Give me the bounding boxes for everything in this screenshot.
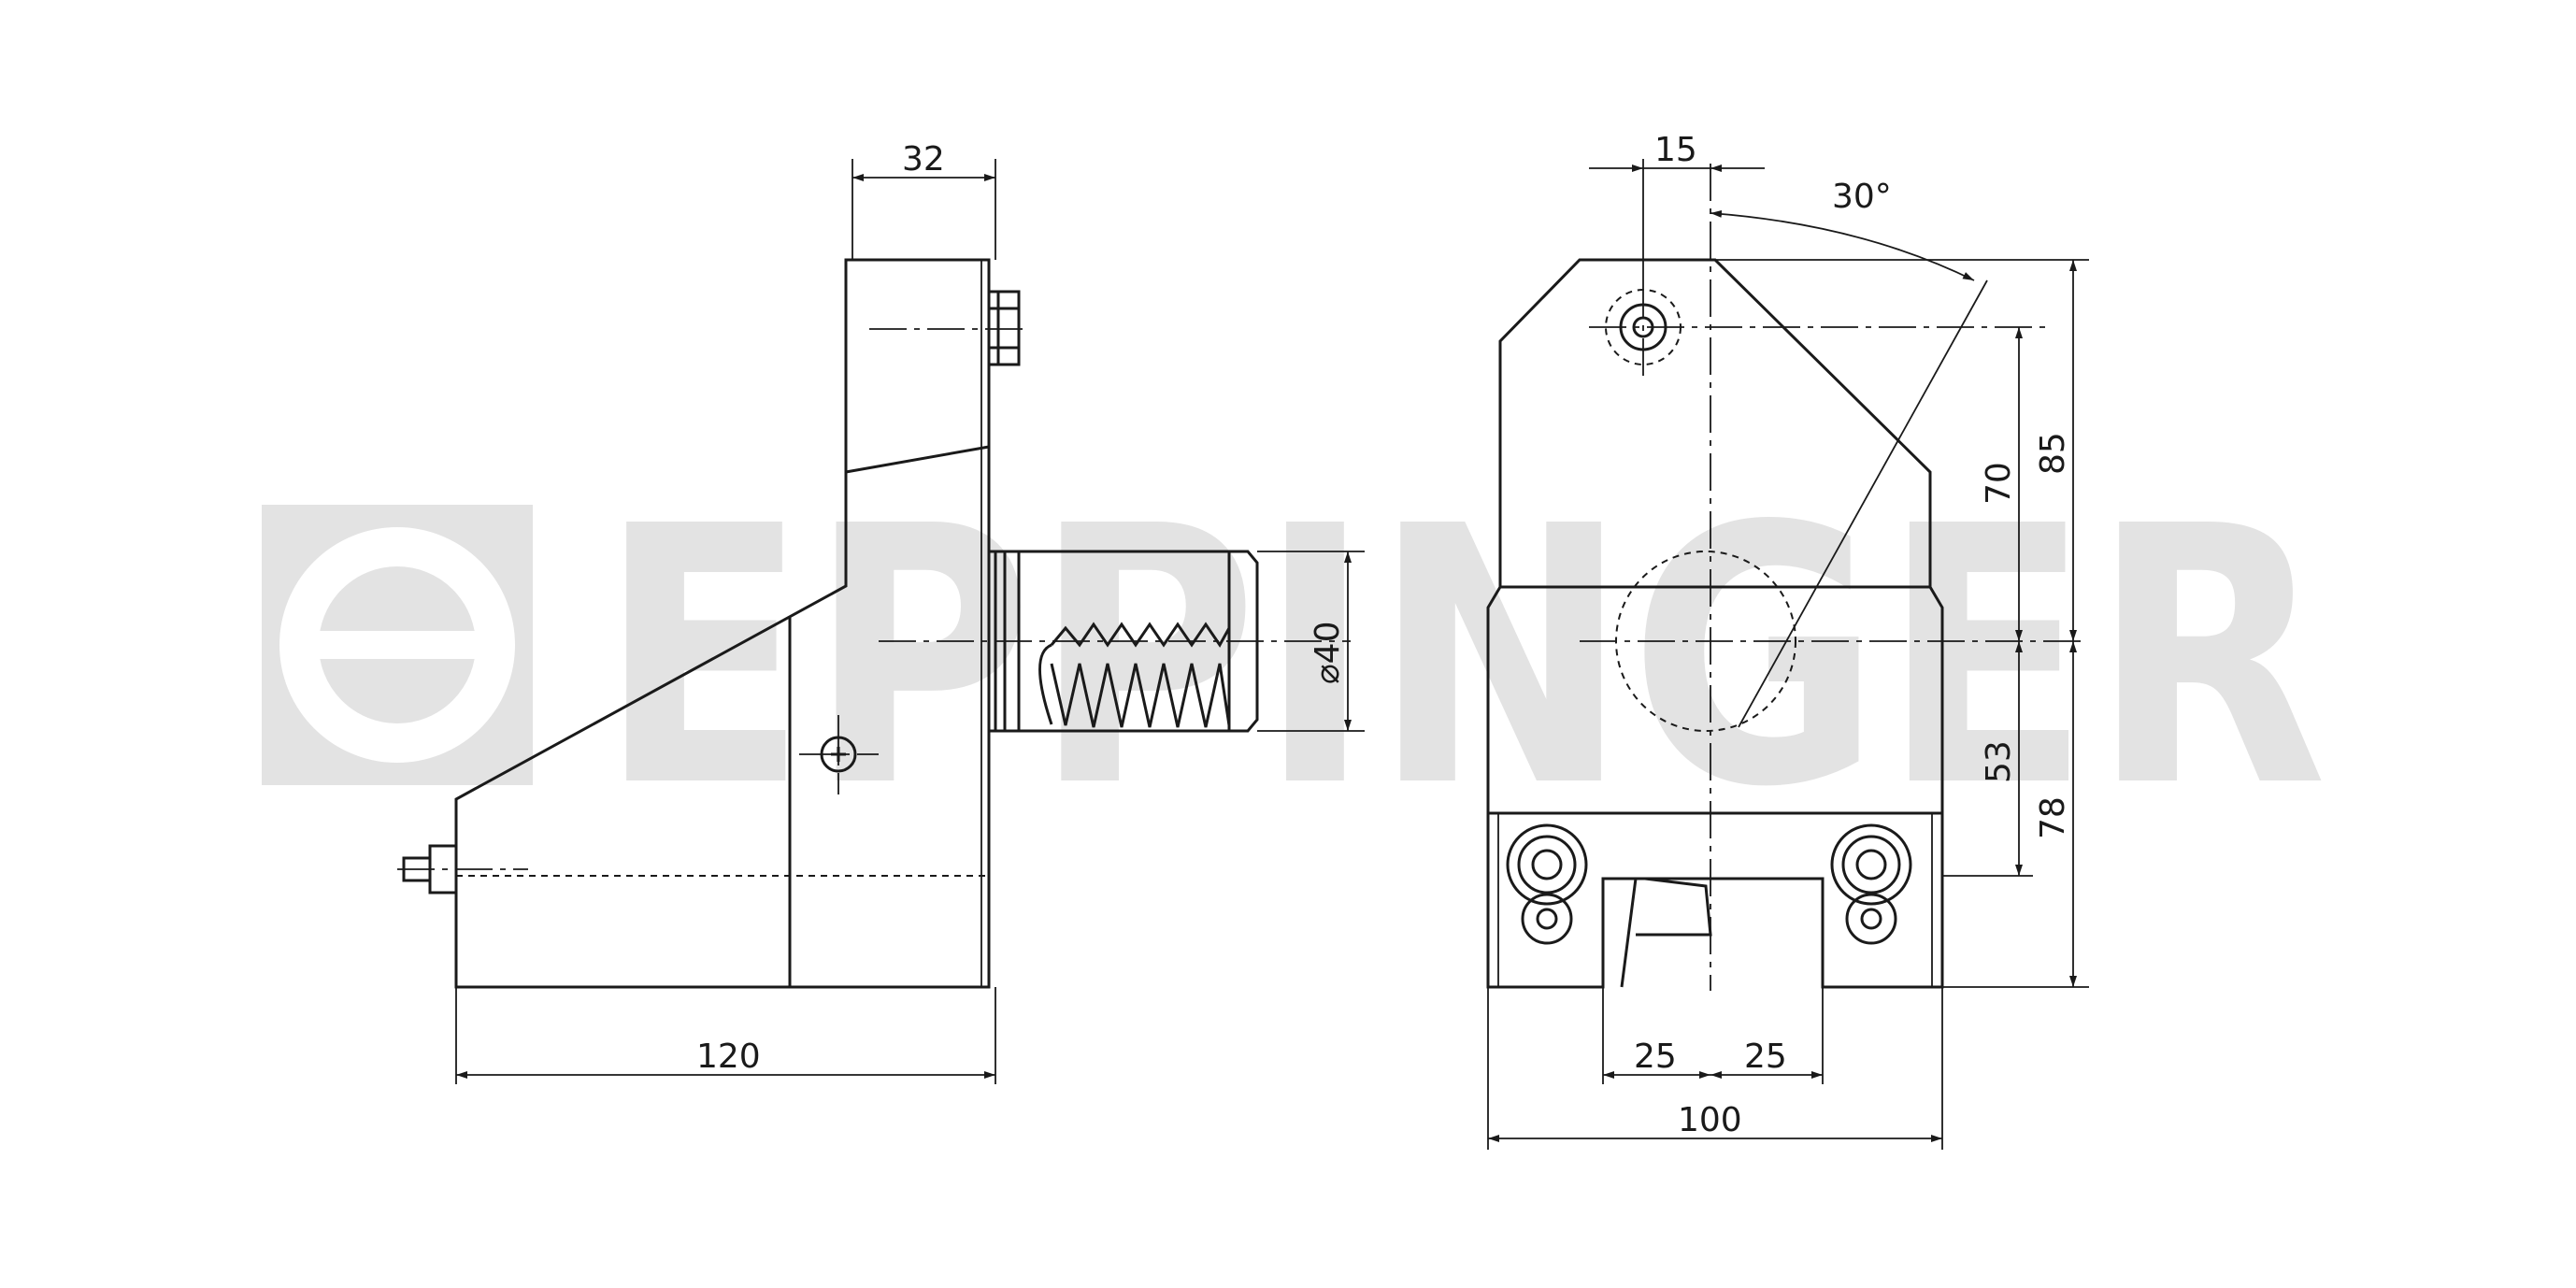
watermark: EPPINGER (262, 451, 2327, 865)
front-view-right-bolt-inner (1855, 849, 1887, 880)
dim-15-arrow-left (1632, 165, 1643, 172)
front-view-right-bolt-outer (1830, 823, 1912, 906)
dim-30-label: 30° (1832, 178, 1892, 216)
front-view-left-screw-inner (1536, 908, 1558, 930)
dim-53-label: 53 (1980, 740, 2018, 783)
side-view-clamp-screw (989, 290, 1021, 366)
dim-100-label: 100 (1678, 1101, 1742, 1139)
dim-25-right-label: 25 (1744, 1038, 1787, 1076)
dim-120-label: 120 (696, 1038, 761, 1076)
dim-78-label: 78 (2034, 796, 2072, 839)
front-view-left-screw-outer (1521, 893, 1573, 945)
dim-25-left-label: 25 (1634, 1038, 1677, 1076)
front-view-wedge (1601, 877, 1712, 988)
dim-15-label: 15 (1654, 131, 1697, 169)
watermark-text: EPPINGER (598, 451, 2327, 865)
front-view-right-screw-inner (1860, 908, 1882, 930)
dim-85-label: 85 (2034, 432, 2072, 475)
front-view-left-bolt-mid (1517, 835, 1577, 894)
front-view-upper-body (1498, 258, 1932, 587)
front-view-left-bolt-inner (1531, 849, 1563, 880)
front-view-left-bolt-outer (1506, 823, 1588, 906)
front-view-right-screw-outer (1845, 893, 1897, 945)
watermark-logo-bar (318, 631, 481, 659)
dim-32-label: 32 (902, 140, 945, 179)
front-view-right-bolt-mid (1841, 835, 1901, 894)
side-view: 32 ⌀40 120 (397, 140, 1365, 1084)
front-view: 30° 15 85 70 53 78 25 25 100 (1486, 131, 2089, 1150)
dim-70-label: 70 (1980, 462, 2018, 505)
dim-15-arrow-right (1710, 165, 1722, 172)
side-view-chamfer-edge (845, 445, 990, 474)
front-view-angle-line (1738, 279, 1988, 728)
watermark-logo-ring (279, 527, 515, 763)
dim-30-arc (1710, 209, 1975, 281)
dim-40-label: ⌀40 (1309, 622, 1347, 684)
